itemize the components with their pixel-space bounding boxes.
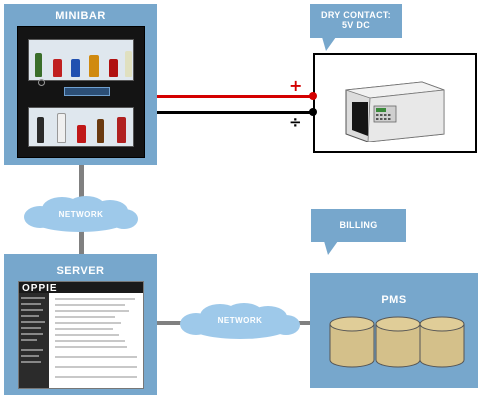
drink-bottle <box>57 113 66 143</box>
form-row <box>55 346 127 348</box>
minibar-panel: MINIBAR <box>4 4 157 165</box>
dry-contact-callout-pointer <box>322 37 336 51</box>
form-row <box>55 298 135 300</box>
sidebar-line <box>21 327 41 329</box>
form-row <box>55 340 125 342</box>
drink-can <box>77 125 86 143</box>
billing-callout-pointer <box>324 241 338 255</box>
server-panel: SERVER OPPIE <box>4 254 157 395</box>
drink-bottle <box>35 53 42 77</box>
form-row <box>55 334 119 336</box>
form-row <box>55 366 137 368</box>
database-icon <box>375 316 421 368</box>
positive-sign: + <box>289 76 303 95</box>
drink-bottle <box>37 117 44 143</box>
server-screen-image: OPPIE <box>18 281 144 389</box>
sidebar-line <box>21 361 41 363</box>
drink-bottle <box>125 51 132 77</box>
safe-circuit-box <box>313 53 477 153</box>
network-cloud-top <box>24 196 138 232</box>
positive-junction <box>309 92 317 100</box>
minibar-power-button <box>38 79 45 86</box>
drink-can <box>53 59 62 77</box>
negative-sign: ÷ <box>289 113 302 131</box>
drink-bottle <box>97 119 104 143</box>
minibar-lower-shelf <box>28 107 134 147</box>
sidebar-line <box>21 303 41 305</box>
screen-header-bar: OPPIE <box>19 282 143 294</box>
snack-pack <box>89 55 99 77</box>
dry-contact-voltage: 5V DC <box>341 20 370 30</box>
dry-contact-callout: DRY CONTACT: 5V DC <box>310 4 402 38</box>
minibar-title: MINIBAR <box>55 10 106 22</box>
safe-image <box>345 81 445 142</box>
drink-can <box>71 59 80 77</box>
billing-callout: BILLING <box>311 209 406 242</box>
sidebar-line <box>21 297 45 299</box>
oppie-logo: OPPIE <box>22 283 58 294</box>
database-icon <box>419 316 465 368</box>
sidebar-line <box>21 321 45 323</box>
database-icon <box>329 316 375 368</box>
sidebar-line <box>21 309 43 311</box>
form-row <box>55 322 121 324</box>
minibar-display <box>64 87 110 96</box>
form-row <box>55 316 115 318</box>
drink-can <box>109 59 118 77</box>
snack-tube <box>117 117 126 143</box>
sidebar-line <box>21 339 37 341</box>
form-row <box>55 310 129 312</box>
network-cloud-bottom <box>180 303 300 339</box>
minibar-upper-shelf <box>28 39 134 81</box>
network-label-bottom: NETWORK <box>217 316 263 325</box>
minibar-unit-image <box>17 26 145 158</box>
sidebar-line <box>21 355 39 357</box>
negative-wire <box>157 111 314 114</box>
sidebar-line <box>21 315 39 317</box>
form-row <box>55 328 113 330</box>
dry-contact-label: DRY CONTACT: <box>321 10 391 20</box>
billing-label: BILLING <box>339 220 378 230</box>
pms-title: PMS <box>381 294 407 306</box>
positive-wire <box>157 95 314 98</box>
network-label-top: NETWORK <box>58 210 104 219</box>
pms-panel: PMS <box>310 273 478 388</box>
form-row <box>55 376 137 378</box>
server-title: SERVER <box>56 265 105 277</box>
form-row <box>55 356 137 358</box>
form-row <box>55 304 125 306</box>
sidebar-line <box>21 349 43 351</box>
screen-sidebar <box>19 293 49 388</box>
sidebar-line <box>21 333 43 335</box>
negative-junction <box>309 108 317 116</box>
